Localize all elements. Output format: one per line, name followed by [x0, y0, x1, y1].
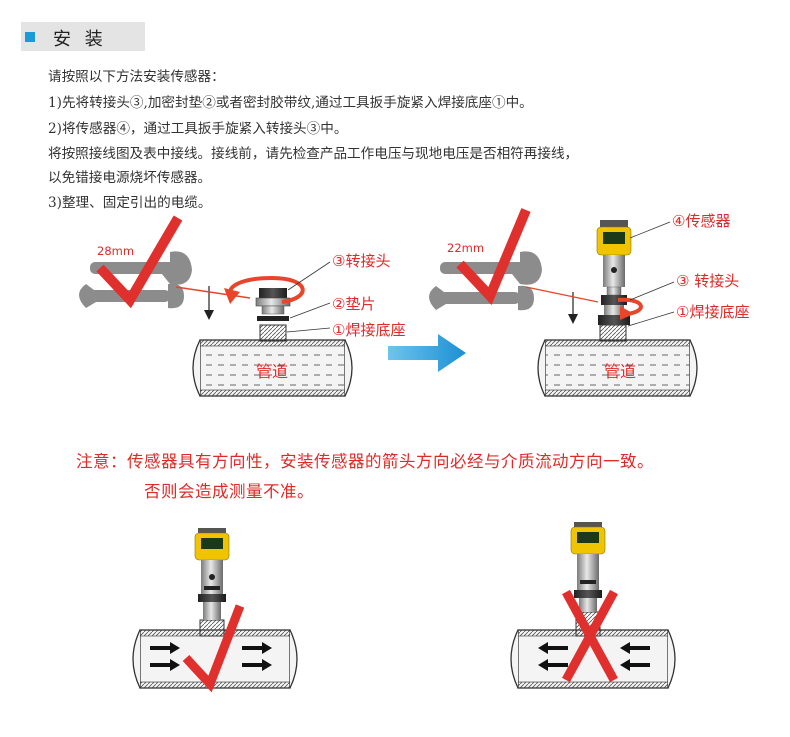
step2-pipe-label: 管道: [604, 362, 636, 381]
intro-line-4: 以免错接电源烧坏传感器。: [48, 170, 212, 186]
next-step-arrow-icon: [388, 334, 466, 372]
step2-adapter-label: ③ 转接头: [676, 272, 739, 290]
step1-weld-base: [259, 324, 287, 342]
step1-gasket-label: ②垫片: [332, 295, 375, 313]
step2-wrench-size: 22mm: [447, 241, 484, 255]
step2-wrench-icon: [429, 251, 542, 311]
correct-check-icon: [182, 604, 245, 693]
section-header: 安 装: [21, 22, 145, 51]
step2-weld-base: [599, 324, 627, 342]
warning-line-2: 否则会造成测量不准。: [144, 482, 314, 501]
intro-line-1: 1)先将转接头③,加密封垫②或者密封胶带纹,通过工具扳手旋紧入焊接底座①中。: [48, 95, 533, 111]
step1-adapter-label: ③转接头: [332, 252, 390, 270]
intro-line-3: 将按照接线图及表中接线。接线前，请先检查产品工作电压与现地电压是否相符再接线，: [48, 146, 579, 162]
correct-orientation-diagram: [132, 528, 298, 693]
step1-diagram: 管道 28mm ③转接: [79, 215, 405, 397]
intro-line-5: 3)整理、固定引出的电缆。: [48, 195, 212, 211]
step1-wrench-icon: [79, 251, 192, 309]
step2-sensor: [596, 220, 632, 325]
step1-pipe: 管道: [192, 339, 353, 397]
step1-wrench-size: 28mm: [97, 244, 134, 258]
header-square-icon: [25, 32, 35, 42]
section-title: 安 装: [53, 29, 107, 50]
step1-rotate-arrow: [228, 275, 305, 304]
wrong-orientation-diagram: [510, 522, 676, 689]
wrong-cross-icon: [562, 589, 618, 683]
step2-diagram: 管道 22mm ④传感器: [429, 208, 749, 397]
warning-line-1: 注意：传感器具有方向性，安装传感器的箭头方向必经与介质流动方向一致。: [76, 452, 654, 471]
intro-line-0: 请按照以下方法安装传感器：: [48, 69, 225, 85]
step1-check-icon: [96, 215, 183, 309]
intro-line-2: 2)将传感器④，通过工具扳手旋紧入转接头③中。: [48, 121, 348, 137]
step2-base-label: ①焊接底座: [676, 303, 749, 321]
step2-pipe: 管道: [537, 339, 698, 397]
step1-base-label: ①焊接底座: [332, 321, 405, 339]
step2-check-icon: [456, 208, 531, 306]
step1-gasket: [257, 316, 289, 321]
step1-pipe-label: 管道: [256, 362, 288, 381]
step2-sensor-label: ④传感器: [672, 212, 730, 230]
